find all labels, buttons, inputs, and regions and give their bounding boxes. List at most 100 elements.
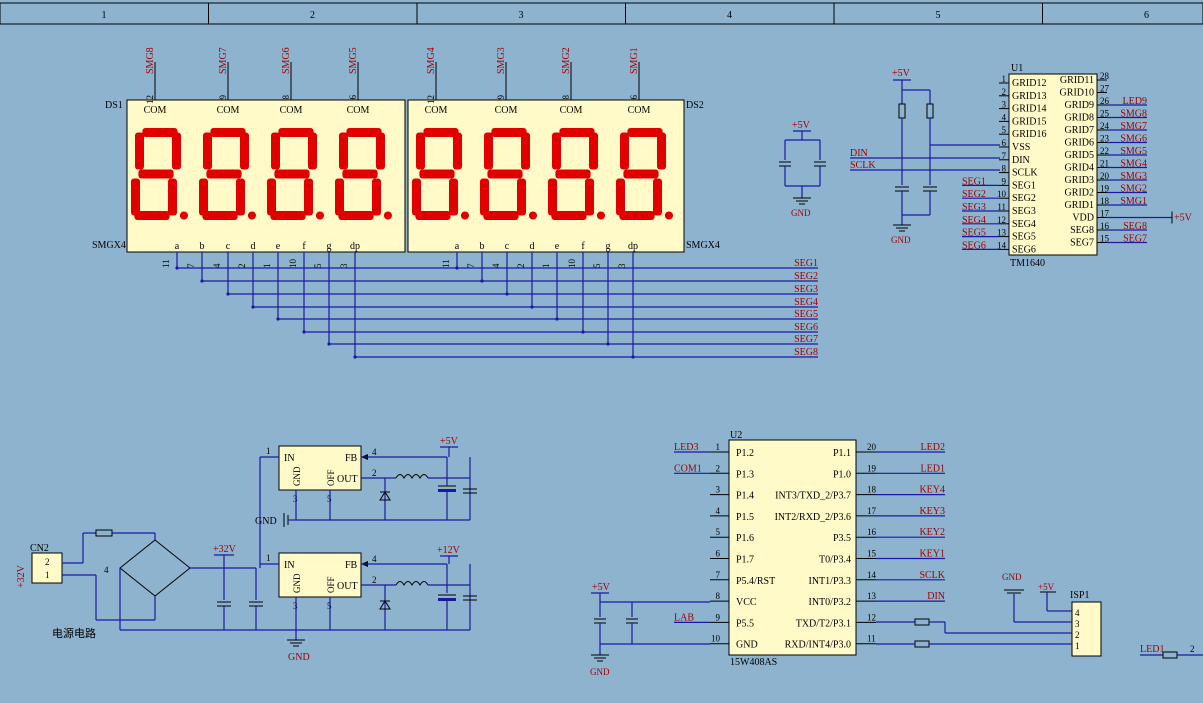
seg-bus-label: SEG7 — [794, 334, 818, 345]
ruler-bar — [0, 2, 1203, 25]
u2-pin-name: P5.5 — [736, 618, 754, 629]
u2-pin-number: 9 — [716, 612, 721, 622]
segment-f — [620, 132, 629, 170]
u2-pin-number: 5 — [716, 527, 721, 537]
segment-c — [653, 178, 662, 216]
segment-d — [483, 211, 519, 220]
segment-b — [657, 132, 666, 170]
u1-pin-number: 11 — [997, 202, 1006, 212]
u2-pin-name: RXD/INT4/P3.0 — [785, 640, 851, 651]
seg-pin-number: 7 — [186, 263, 196, 268]
u1-net-label: SMG3 — [1120, 171, 1147, 182]
ruler-label-4: 4 — [727, 10, 732, 21]
seg-letter: dp — [350, 241, 360, 252]
u1-din-label: DIN — [850, 148, 868, 159]
segment-dp — [460, 211, 470, 220]
reg-pin-off: OFF — [326, 469, 336, 486]
u1-pin-name: SEG4 — [1012, 219, 1036, 230]
bridge-pin: 4 — [104, 565, 109, 575]
u1-part: TM1640 — [1010, 258, 1045, 269]
segment-dp — [247, 211, 256, 220]
com-signal: SMG5 — [348, 47, 359, 74]
seg-pin-number: 3 — [617, 263, 627, 268]
segment-b — [240, 132, 249, 170]
u1-net-label: LED9 — [1123, 96, 1147, 107]
u1-pin-name: GRID13 — [1012, 91, 1046, 102]
seg-letter: c — [226, 241, 231, 252]
segment-e — [267, 178, 276, 216]
com-signal: SMG2 — [561, 47, 572, 74]
digit-5 — [480, 128, 537, 220]
u1-pin-number: 12 — [997, 215, 1006, 225]
seg-pin-number: 10 — [567, 259, 577, 269]
seg-bus-label: SEG6 — [794, 322, 818, 333]
u2-pin-name: INT1/P3.3 — [809, 576, 852, 587]
u1-pin-number: 1 — [1002, 74, 1007, 84]
u1-pin-number: 25 — [1100, 109, 1110, 119]
u1-net-label: SMG6 — [1120, 134, 1147, 145]
com-pin-number: 12 — [426, 95, 436, 104]
segment-d — [415, 211, 451, 220]
digit-7 — [616, 128, 673, 220]
u1-pin-number: 17 — [1100, 209, 1110, 219]
reg-num-1: 1 — [266, 446, 271, 456]
segment-c — [517, 178, 526, 216]
segment-a — [559, 128, 595, 137]
u1-pin-name: SEG5 — [1012, 232, 1036, 243]
reg-pin-in: IN — [284, 453, 295, 464]
u1-pin-number: 9 — [1002, 176, 1007, 186]
seg-letter: f — [302, 241, 306, 252]
u1-pin-number: 24 — [1100, 121, 1110, 131]
segment-c — [304, 178, 313, 216]
segment-g — [623, 169, 659, 179]
u1-net-label: SMG7 — [1120, 121, 1147, 132]
u2-net-label: LED3 — [674, 442, 698, 453]
u1-net-label: +5V — [1174, 213, 1193, 224]
u1-pin-name: GRID4 — [1065, 163, 1094, 174]
u1-pin-name: GRID10 — [1060, 88, 1094, 99]
isp-pin1: 1 — [1075, 641, 1080, 651]
segment-dp — [179, 211, 188, 220]
seg-letter: g — [327, 241, 332, 252]
seg-letter: e — [555, 241, 560, 252]
seg-letter: g — [606, 241, 611, 252]
u2-pin-number: 4 — [716, 506, 721, 516]
seg-letter: dp — [628, 241, 638, 252]
com-label: COM — [144, 105, 167, 116]
com-pin-number: 8 — [281, 95, 291, 100]
u2-plus5: +5V — [592, 582, 611, 593]
com-pin-number: 9 — [496, 95, 506, 100]
segment-c — [236, 178, 245, 216]
segment-g — [419, 169, 455, 179]
seg-letter: f — [581, 241, 585, 252]
led1-pin: 2 — [1190, 644, 1195, 654]
u1-pin-number: 8 — [1002, 164, 1007, 174]
cap-plus5: +5V — [792, 120, 811, 131]
u1-pin-number: 19 — [1100, 184, 1110, 194]
reg-num-2: 2 — [372, 575, 377, 585]
segment-b — [172, 132, 181, 170]
gnd-left-label: GND — [255, 516, 277, 527]
reg-num-4: 4 — [372, 447, 377, 457]
u1-pin-name: GRID3 — [1065, 175, 1094, 186]
seg-bus-label: SEG2 — [794, 271, 818, 282]
isp-connector: ISP1 4 3 2 1 GND +5V — [1002, 572, 1102, 657]
segment-e — [616, 178, 625, 216]
u2-pin-number: 7 — [716, 570, 721, 580]
u2-net-label: LED1 — [921, 463, 945, 474]
u1-ref: U1 — [1011, 63, 1023, 74]
u2-pin-name: VCC — [736, 597, 757, 608]
segment-a — [627, 128, 663, 137]
u2-pin-number: 14 — [867, 570, 877, 580]
u1-pin-name: SEG1 — [1012, 180, 1036, 191]
led1-net: LED1 — [1140, 644, 1164, 655]
ruler-label-1: 1 — [102, 10, 107, 21]
u1-pin-name: GRID11 — [1060, 75, 1094, 86]
u2-pin-number: 11 — [867, 634, 876, 644]
segment-e — [199, 178, 208, 216]
seg-pin-number: 3 — [339, 263, 349, 268]
seg-bus-label: SEG5 — [794, 309, 818, 320]
u2-gnd: GND — [590, 667, 610, 677]
seg-bus-label: SEG3 — [794, 284, 818, 295]
